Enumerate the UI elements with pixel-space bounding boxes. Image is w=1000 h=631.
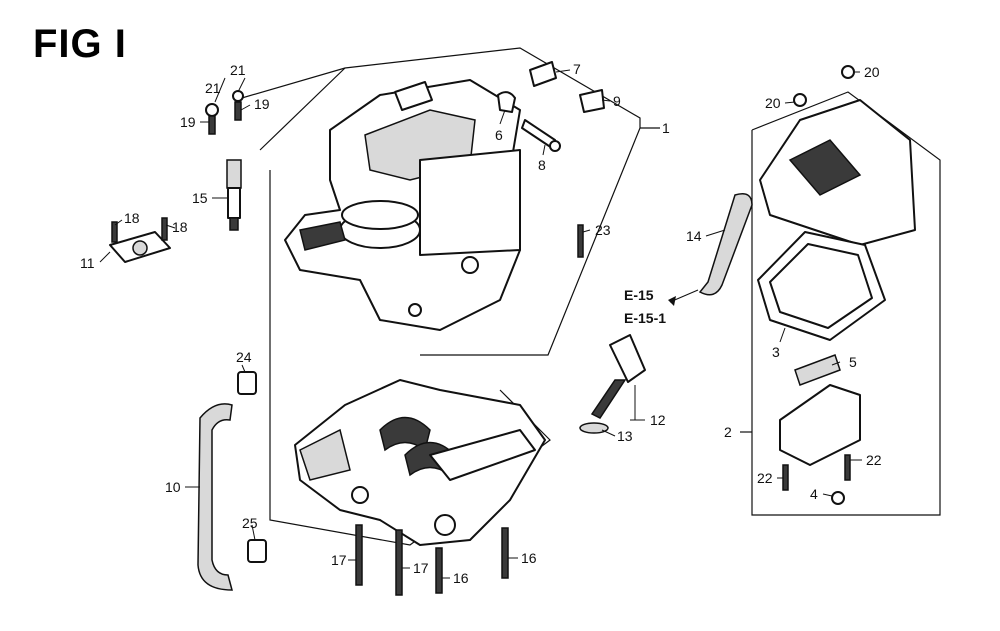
reference-e-15: E-15 (624, 287, 654, 303)
callout-17: 17 (413, 560, 429, 576)
callout-15: 15 (192, 190, 208, 206)
callout-14: 14 (686, 228, 702, 244)
assembly-2-bracket (740, 91, 941, 516)
callout-25: 25 (242, 515, 258, 531)
callout-24: 24 (236, 349, 252, 365)
callout-22: 22 (866, 452, 882, 468)
callout-2: 2 (724, 424, 732, 440)
callout-7: 7 (573, 61, 581, 77)
stud-bolts (205, 90, 244, 135)
callout-16: 16 (521, 550, 537, 566)
callout-16: 16 (453, 570, 469, 586)
rocker-cover-gasket (757, 231, 886, 341)
callout-1: 1 (662, 120, 670, 136)
callout-23: 23 (595, 222, 611, 238)
breather-base (779, 384, 861, 505)
hose-14 (698, 193, 753, 296)
callout-13: 13 (617, 428, 633, 444)
figure-title: FIG I (33, 22, 127, 66)
breather-hose (197, 371, 267, 591)
callout-19: 19 (180, 114, 196, 130)
callout-21: 21 (230, 62, 246, 78)
callout-18: 18 (172, 219, 188, 235)
reference-arrow (668, 289, 699, 306)
callout-17: 17 (331, 552, 347, 568)
callout-4: 4 (810, 486, 818, 502)
callout-22: 22 (757, 470, 773, 486)
callout-6: 6 (495, 127, 503, 143)
callout-labels: 21 21 19 19 15 18 18 11 7 9 6 8 1 23 24 … (80, 61, 882, 586)
reference-labels: E-15 E-15-1 (624, 287, 666, 326)
callout-11: 11 (80, 255, 95, 271)
cylinder-block (284, 79, 521, 331)
callout-3: 3 (772, 344, 780, 360)
bolts (355, 224, 584, 596)
spark-plug (226, 159, 242, 231)
callout-10: 10 (165, 479, 181, 495)
reference-e-15-1: E-15-1 (624, 310, 666, 326)
callout-20: 20 (864, 64, 880, 80)
crankcase (294, 379, 546, 546)
rocker-arms (497, 61, 605, 152)
callout-19: 19 (254, 96, 270, 112)
callout-18: 18 (124, 210, 140, 226)
intake-gasket (109, 217, 171, 263)
leader-lines (99, 69, 862, 579)
callout-5: 5 (849, 354, 857, 370)
oil-dipstick (579, 334, 646, 434)
breather-element (794, 354, 841, 386)
callout-9: 9 (613, 93, 621, 109)
callout-21: 21 (205, 80, 221, 96)
callout-12: 12 (650, 412, 666, 428)
callout-20: 20 (765, 95, 781, 111)
rocker-cover (759, 65, 916, 246)
callout-8: 8 (538, 157, 546, 173)
